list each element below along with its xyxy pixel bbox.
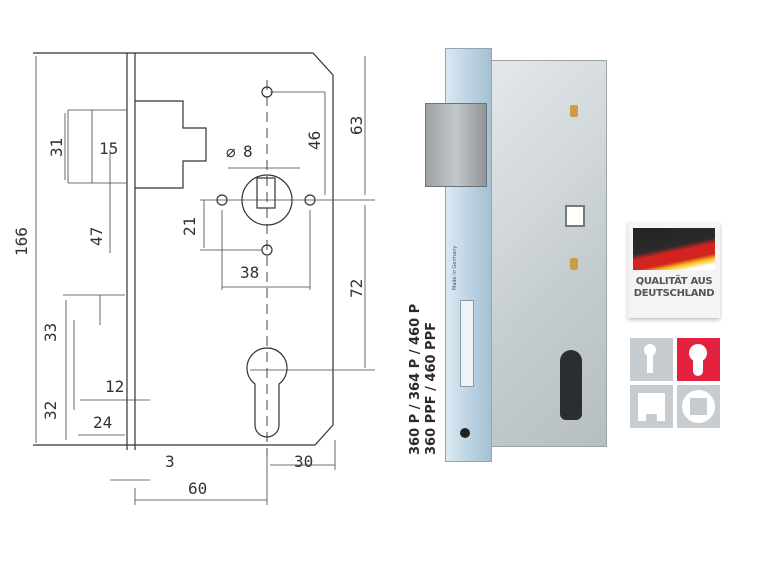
dim-21: 21 — [180, 217, 199, 236]
dim-47: 47 — [87, 227, 106, 246]
dim-33: 33 — [41, 323, 60, 342]
dim-46: 46 — [305, 131, 324, 150]
faceplate-screw-hole — [460, 428, 470, 438]
dim-12: 12 — [105, 377, 124, 396]
dimension-lines — [35, 56, 375, 505]
brass-screw-top — [570, 105, 578, 117]
feature-icons — [630, 338, 720, 428]
dim-166: 166 — [12, 227, 31, 256]
faceplate-stamp: Made in Germany — [452, 245, 458, 290]
dim-8: 8 — [243, 142, 253, 161]
badge-line-1: QUALITÄT AUS — [635, 276, 713, 287]
bolt-profile-icon — [630, 385, 673, 428]
technical-drawing: 166 31 15 47 33 32 12 24 3 60 30 21 38 ⌀… — [12, 52, 375, 505]
faceplate-slot — [460, 300, 474, 387]
profile-cylinder-icon — [677, 338, 720, 381]
badge-line-2: DEUTSCHLAND — [633, 288, 715, 299]
dim-31: 31 — [47, 138, 66, 157]
model-line-1: 360 P / 364 P / 460 P — [408, 303, 423, 455]
dim-15: 15 — [99, 139, 118, 158]
dim-60: 60 — [188, 479, 207, 498]
lock-outline — [33, 52, 334, 450]
dim-63: 63 — [347, 116, 366, 135]
latch-bolt — [425, 103, 487, 187]
dimension-labels: 166 31 15 47 33 32 12 24 3 60 30 21 38 ⌀… — [12, 116, 366, 498]
square-spindle-icon — [677, 385, 720, 428]
spindle-symbol: ⌀ — [226, 143, 236, 162]
dim-24: 24 — [93, 413, 112, 432]
dim-72: 72 — [347, 279, 366, 298]
model-numbers: 360 P / 364 P / 460 P 360 PPF / 460 PPF — [408, 304, 440, 455]
dim-32: 32 — [41, 401, 60, 420]
spindle-hub — [565, 205, 585, 227]
brass-screw-bottom — [570, 258, 578, 270]
quality-badge: QUALITÄT AUS DEUTSCHLAND — [628, 222, 720, 318]
latch-lever-icon — [630, 338, 673, 381]
dim-3: 3 — [165, 452, 175, 471]
holes — [216, 86, 316, 438]
cylinder-hole — [560, 350, 582, 420]
model-line-2: 360 PPF / 460 PPF — [424, 322, 439, 455]
lock-body — [490, 60, 607, 447]
german-flag-icon — [633, 228, 715, 270]
dim-38: 38 — [240, 263, 259, 282]
dim-30: 30 — [294, 452, 313, 471]
